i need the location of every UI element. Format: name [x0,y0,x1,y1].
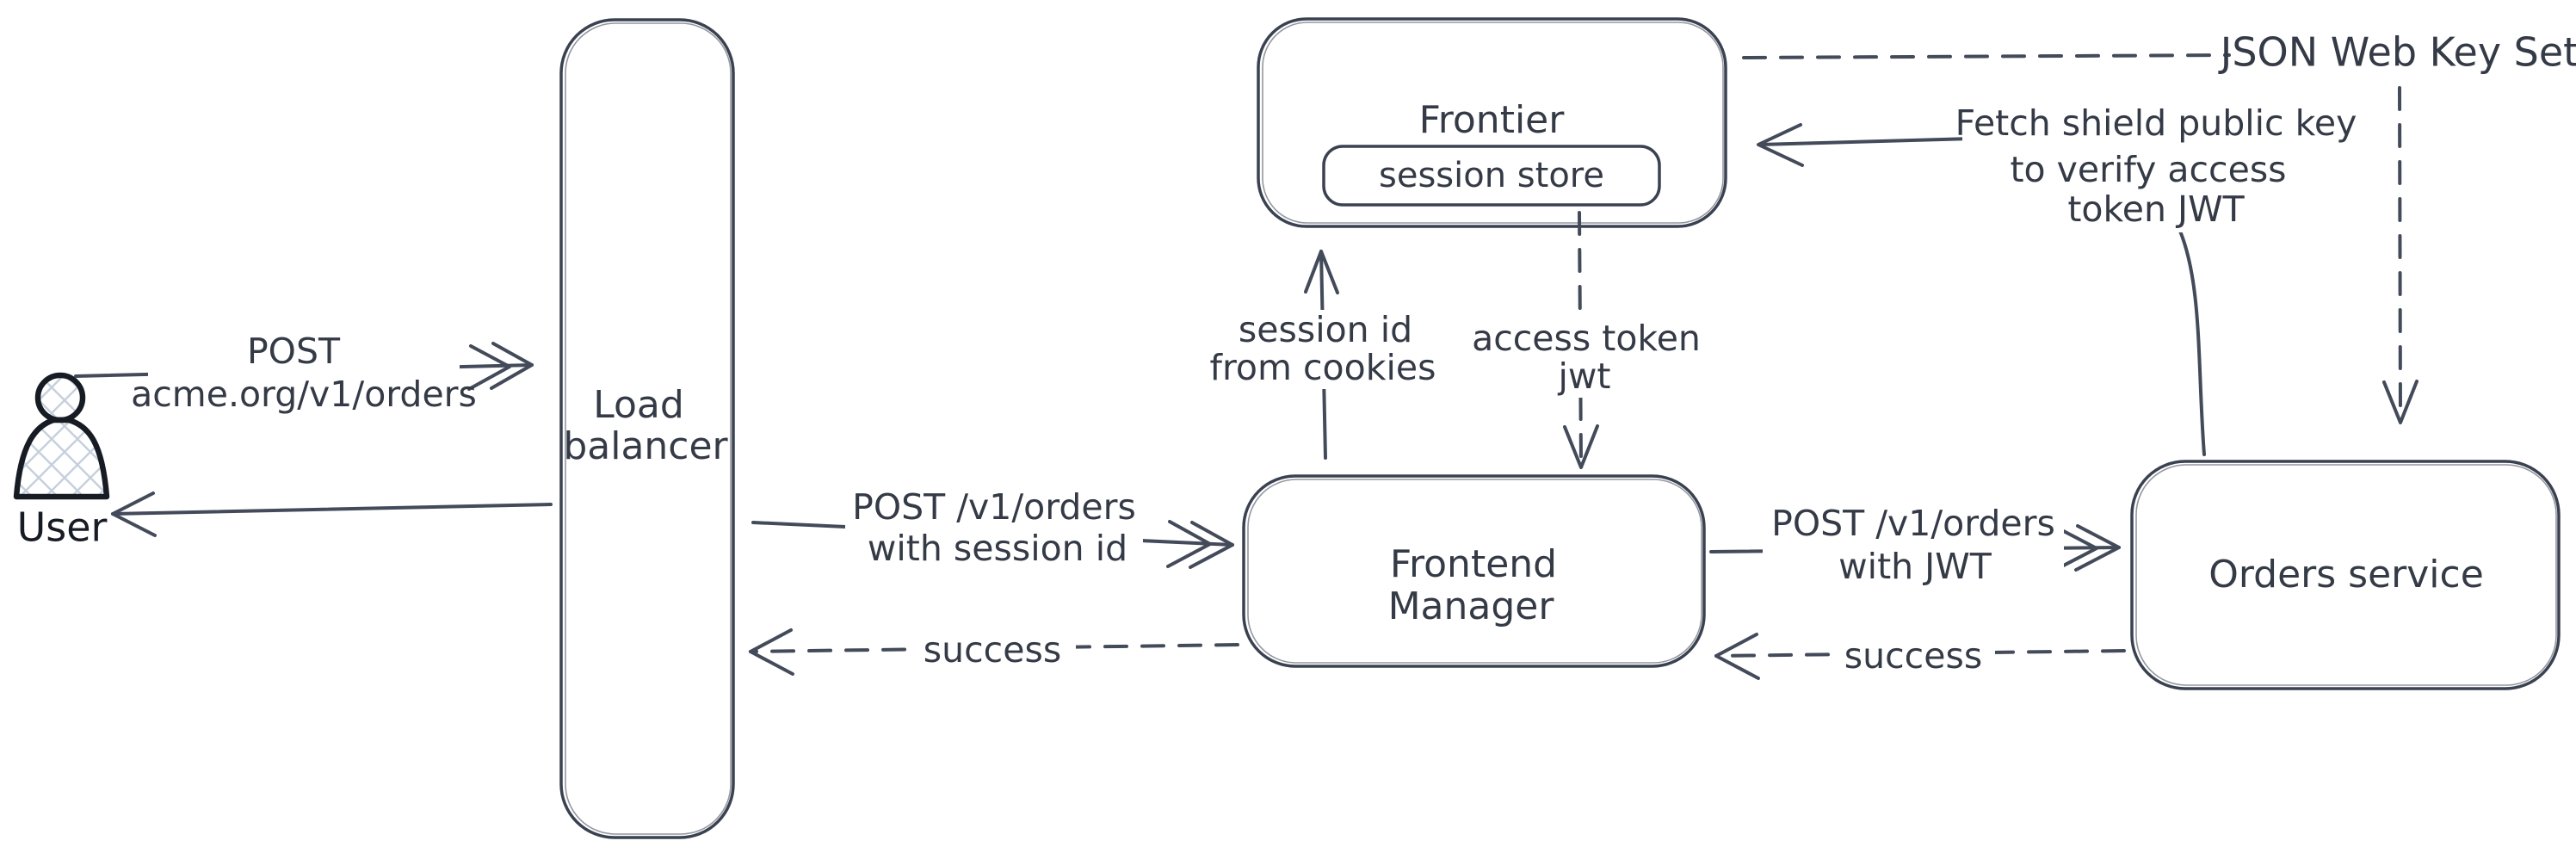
edge-label-post-jwt-line1: POST /v1/orders [1771,503,2055,544]
edge-load-balancer-to-frontend-manager: POST /v1/orders with session id [751,486,1234,572]
edge-label-success-right: success [1844,635,1982,677]
node-frontend-manager: Frontend Manager [1242,474,1706,668]
edge-label-fetch-key-line2: to verify access [2010,149,2286,190]
frontend-manager-label-line2: Manager [1388,584,1555,628]
edge-session-store-to-frontend-manager-token: access token jwt [1463,211,1706,469]
orders-service-label: Orders service [2208,553,2484,597]
node-session-store: session store [1322,145,1661,207]
load-balancer-label-line1: Load [593,383,684,427]
edge-user-to-load-balancer: POST acme.org/v1/orders [74,331,534,418]
node-frontier: Frontier session store [1257,17,1727,228]
edge-label-access-token-line1: access token [1472,318,1701,359]
edge-label-access-token-line2: jwt [1558,355,1611,397]
edge-label-post: POST [247,331,341,372]
edge-orders-service-to-frontend-manager-success: success [1714,633,2126,680]
load-balancer-label-line2: balancer [563,424,728,468]
edge-label-post-jwt-line2: with JWT [1838,546,1992,587]
edge-frontend-manager-to-orders-service: POST /v1/orders with JWT [1709,503,2121,587]
node-orders-service: Orders service [2130,460,2561,690]
edge-label-fetch-key-line1: Fetch shield public key [1955,102,2357,144]
node-load-balancer: Load balancer [559,18,735,839]
edge-jwks-to-orders-service [2382,86,2418,424]
edge-label-acme-url: acme.org/v1/orders [131,374,477,415]
frontier-label: Frontier [1419,98,1566,142]
edge-label-success-left: success [924,629,1061,671]
edge-frontier-to-jwks: JSON Web Key Set [1742,29,2576,76]
frontend-manager-label-line1: Frontend [1390,542,1557,586]
user-icon: User [13,372,110,551]
edge-frontend-manager-to-load-balancer-success: success [749,628,1239,676]
edge-frontend-manager-to-frontier-session-id: session id from cookies [1210,250,1436,460]
jwks-label: JSON Web Key Set [2218,29,2576,76]
edge-label-fetch-key-line3: token JWT [2067,189,2245,230]
edge-label-post-session-line2: with session id [868,528,1127,569]
session-store-label: session store [1379,156,1604,195]
edge-load-balancer-to-user [111,492,553,537]
edge-orders-service-to-frontier-fetch-key: Fetch shield public key to verify access… [1757,100,2357,456]
edge-label-session-id-line2: from cookies [1210,347,1436,388]
edge-label-post-session-line1: POST /v1/orders [852,486,1136,528]
user-label: User [17,504,108,551]
edge-label-session-id-line1: session id [1239,309,1412,350]
